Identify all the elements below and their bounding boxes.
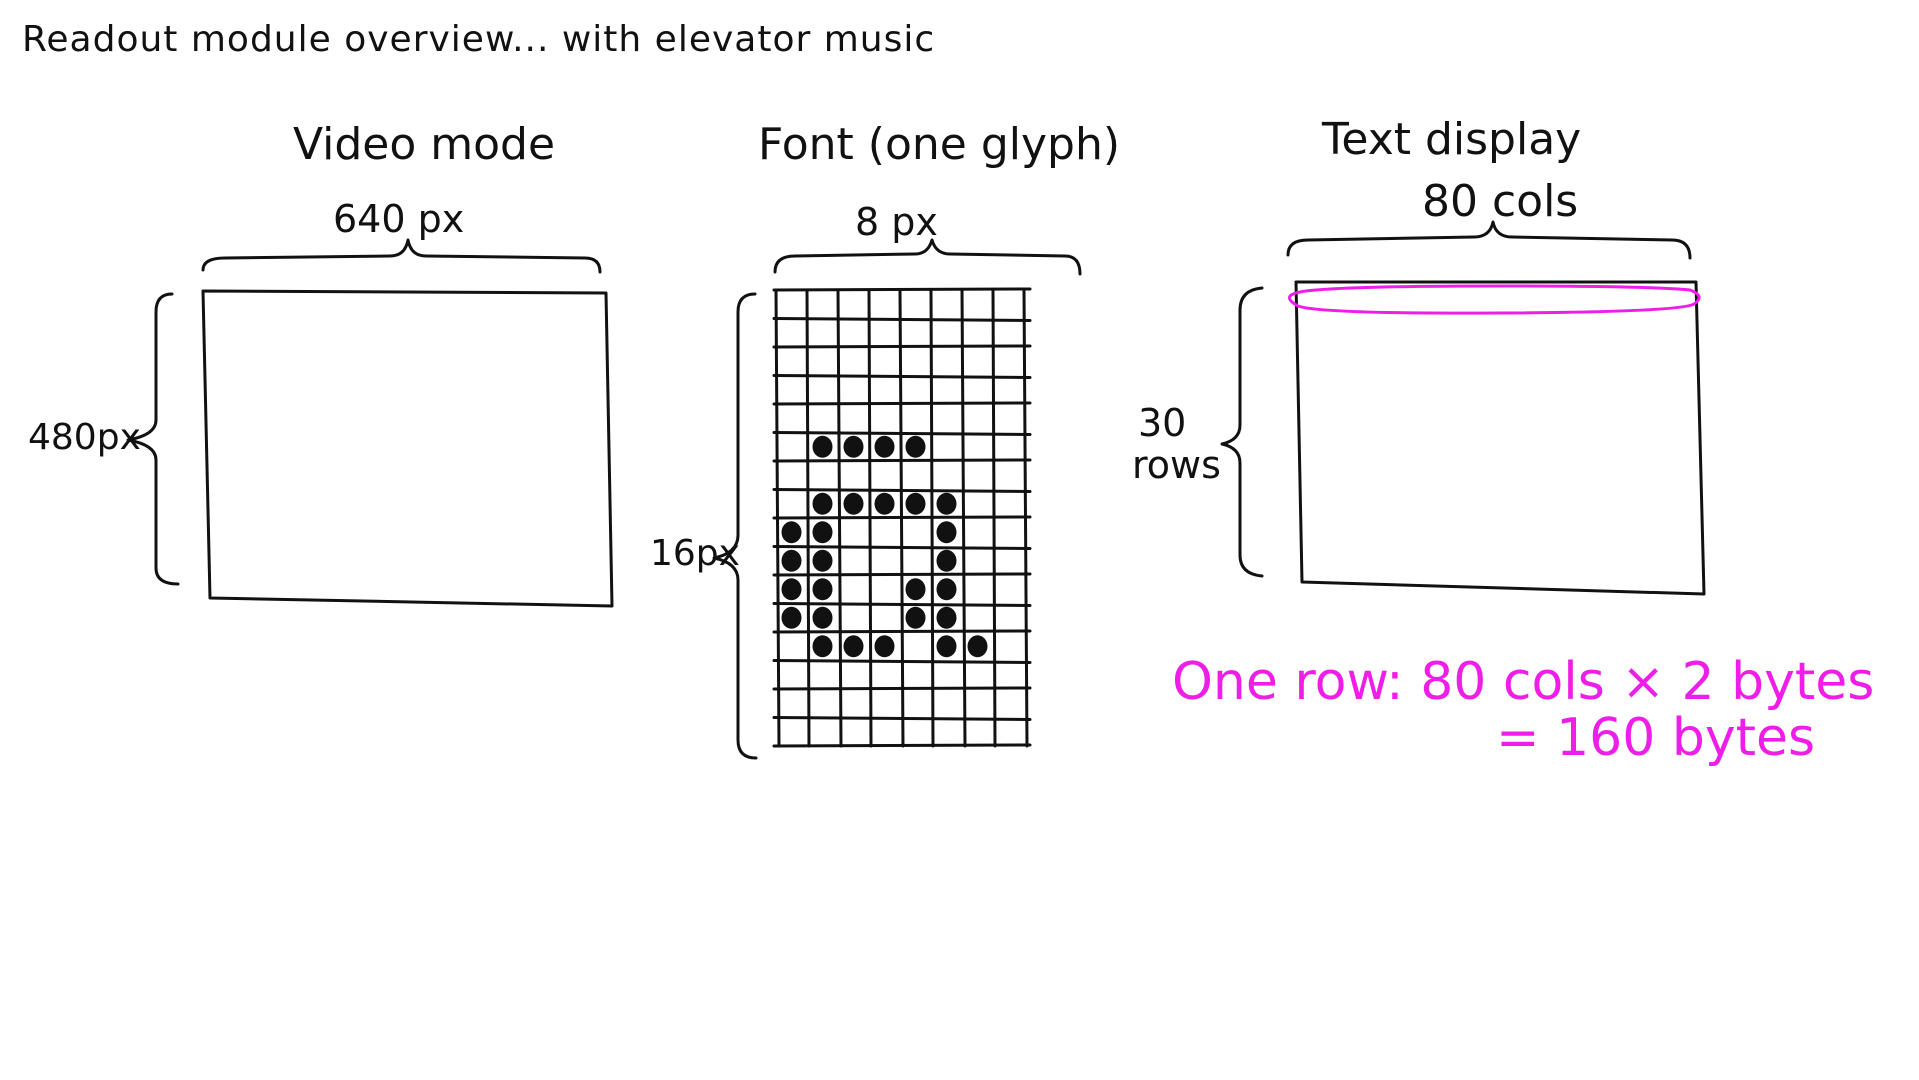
glyph-grid-row-line: [772, 602, 1032, 607]
glyph-grid-row-line: [772, 716, 1032, 721]
glyph-grid-row-line: [772, 686, 1032, 691]
glyph-filled-pixel: [936, 578, 957, 601]
font-glyph-title: Font (one glyph): [758, 119, 1120, 170]
glyph-filled-pixel: [812, 635, 833, 658]
glyph-filled-pixel: [843, 635, 864, 658]
text-display-title: Text display: [1322, 114, 1582, 165]
glyph-filled-pixel: [905, 492, 926, 515]
glyph-filled-pixel: [843, 492, 864, 515]
page-title: Readout module overview... with elevator…: [22, 19, 936, 60]
glyph-grid-row-line: [772, 287, 1032, 292]
glyph-filled-pixel: [812, 492, 833, 515]
glyph-filled-pixel: [781, 549, 802, 572]
glyph-filled-pixel: [843, 435, 864, 458]
glyph-grid-row-line: [772, 317, 1032, 322]
font-width-label: 8 px: [855, 200, 938, 244]
glyph-filled-pixel: [936, 606, 957, 629]
glyph-grid-row-line: [772, 659, 1032, 664]
glyph-filled-pixel: [874, 435, 895, 458]
glyph-grid-row-line: [772, 743, 1032, 748]
glyph-filled-pixel: [905, 578, 926, 601]
glyph-grid-row-line: [772, 431, 1032, 436]
glyph-filled-pixel: [781, 578, 802, 601]
glyph-filled-pixel: [874, 635, 895, 658]
glyph-grid-row-line: [772, 458, 1032, 463]
glyph-grid-row-line: [772, 374, 1032, 379]
glyph-filled-pixel: [936, 521, 957, 544]
video-height-brace: [126, 292, 180, 586]
glyph-grid-row-line: [772, 488, 1032, 493]
glyph-filled-pixel: [936, 549, 957, 572]
glyph-filled-pixel: [812, 435, 833, 458]
glyph-filled-pixel: [812, 606, 833, 629]
video-width-brace: [201, 238, 602, 274]
glyph-filled-pixel: [905, 435, 926, 458]
text-cols-label: 80 cols: [1422, 176, 1579, 227]
glyph-dots: [781, 435, 988, 658]
text-rows-word: rows: [1132, 443, 1221, 487]
video-width-label: 640 px: [333, 197, 465, 241]
note-line-1: One row: 80 cols × 2 bytes: [1172, 652, 1875, 712]
glyph-filled-pixel: [812, 521, 833, 544]
glyph-grid-row-line: [772, 344, 1032, 349]
note-line-2: = 160 bytes: [1496, 708, 1816, 768]
row-highlight-ellipse: [1288, 284, 1701, 315]
glyph-grid-row-line: [772, 545, 1032, 550]
glyph-grid-row-line: [772, 401, 1032, 406]
glyph-filled-pixel: [812, 578, 833, 601]
video-height-label: 480px: [28, 417, 141, 458]
glyph-grid-row-line: [772, 515, 1032, 520]
glyph-filled-pixel: [936, 635, 957, 658]
glyph-filled-pixel: [936, 492, 957, 515]
text-display-frame: [1294, 280, 1706, 596]
glyph-grid-row-line: [772, 629, 1032, 634]
glyph-filled-pixel: [967, 635, 988, 658]
font-height-brace: [712, 292, 758, 760]
glyph-filled-pixel: [905, 606, 926, 629]
font-width-brace: [773, 238, 1082, 276]
glyph-filled-pixel: [781, 521, 802, 544]
glyph-filled-pixel: [874, 492, 895, 515]
glyph-filled-pixel: [781, 606, 802, 629]
text-rows-brace: [1220, 286, 1264, 578]
glyph-filled-pixel: [812, 549, 833, 572]
glyph-grid-row-line: [772, 572, 1032, 577]
text-cols-brace: [1286, 220, 1692, 260]
text-rows-number: 30: [1138, 401, 1187, 445]
video-mode-title: Video mode: [293, 119, 556, 170]
glyph-grid: [772, 287, 1032, 748]
video-frame: [201, 289, 614, 608]
